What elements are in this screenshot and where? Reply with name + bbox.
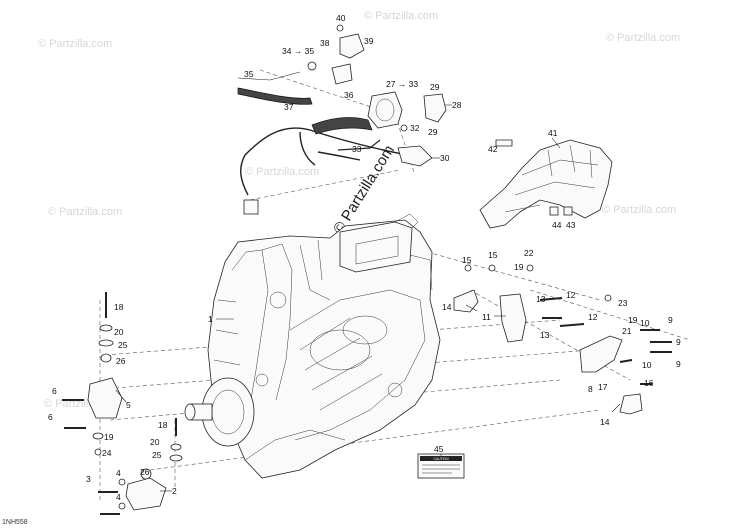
- callout-label: 24: [102, 448, 112, 458]
- left-mount-hardware-icon: [62, 292, 183, 515]
- callout-label: 18: [114, 302, 124, 312]
- callout-label: 4: [116, 468, 121, 478]
- callout-label: 6: [48, 412, 53, 422]
- callout-label: 20: [114, 327, 124, 337]
- watermark: © Partzilla.com: [602, 204, 677, 216]
- callout-label: 9: [676, 359, 681, 369]
- callout-label: 9: [676, 337, 681, 347]
- callout-label: 36: [344, 90, 354, 100]
- throttle-body-icon: [367, 91, 403, 129]
- callout-label: 17: [598, 382, 608, 392]
- callout-label: 30: [440, 153, 450, 163]
- bolt-icon: [539, 297, 672, 385]
- clutch-housing-icon: [184, 377, 255, 447]
- callout-label: 10: [640, 318, 650, 328]
- callout-label: 6: [52, 386, 57, 396]
- callout-label: 13: [540, 330, 550, 340]
- callout-label: 45: [434, 444, 444, 454]
- callout-labels: 1 2 3 4 4 5 6 6 8 9 9 9 10 10 11 12 12 1…: [48, 13, 681, 502]
- callout-label: 41: [548, 128, 558, 138]
- callout-label: 25: [152, 450, 162, 460]
- callout-label: 32: [410, 123, 420, 133]
- callout-label: 12: [566, 290, 576, 300]
- callout-label: 21: [622, 326, 632, 336]
- callout-label: 12: [588, 312, 598, 322]
- callout-label: 29: [430, 82, 440, 92]
- callout-label: 18: [158, 420, 168, 430]
- callout-label: 40: [336, 13, 346, 23]
- watermark: © Partzilla.com: [48, 206, 123, 218]
- callout-label: 13: [536, 294, 546, 304]
- callout-label: 14: [600, 417, 610, 427]
- callout-label: 27 → 33: [386, 79, 418, 89]
- callout-label: 26: [140, 467, 150, 477]
- callout-label: 29: [428, 127, 438, 137]
- callout-label: 26: [116, 356, 126, 366]
- callout-label: 19: [104, 432, 114, 442]
- callout-label: 11: [482, 312, 491, 322]
- callout-label: 23: [618, 298, 628, 308]
- fuel-hose-icon: [237, 71, 313, 105]
- watermark: © Partzilla.com: [606, 32, 681, 44]
- wiring-harness-icon: [240, 117, 409, 215]
- callout-label: 15: [488, 250, 498, 260]
- watermark: © Partzilla.com: [245, 166, 320, 178]
- engine-support-bracket-icon: [479, 139, 613, 229]
- callout-label: 22: [524, 248, 534, 258]
- callout-label: 3: [86, 474, 91, 484]
- callout-label: 43: [566, 220, 576, 230]
- watermark: © Partzilla.com: [38, 38, 113, 50]
- callout-label: 5: [126, 400, 131, 410]
- sensor-icon: [307, 24, 365, 85]
- callout-label: 33: [352, 144, 362, 154]
- callout-label: 16: [644, 378, 654, 388]
- callout-label: 14: [442, 302, 452, 312]
- bracket-icon: [397, 93, 447, 167]
- callout-label: 39: [364, 36, 374, 46]
- engine-mount-right-icon: [453, 264, 643, 415]
- callout-label: 35: [244, 69, 254, 79]
- callout-label: 44: [552, 220, 562, 230]
- callout-label: 19: [628, 315, 638, 325]
- callout-label: 2: [172, 486, 177, 496]
- callout-label: 19: [514, 262, 524, 272]
- callout-label: 25: [118, 340, 128, 350]
- callout-label: 38: [320, 38, 330, 48]
- callout-label: 8: [588, 384, 593, 394]
- callout-label: 1: [208, 314, 213, 324]
- callout-label: 28: [452, 100, 462, 110]
- callout-label: 20: [150, 437, 160, 447]
- watermark: © Partzilla.com: [364, 10, 439, 22]
- callout-label: 9: [668, 315, 673, 325]
- callout-label: 4: [116, 492, 121, 502]
- callout-label: 42: [488, 144, 498, 154]
- drawing-code: 1NH558: [2, 519, 28, 526]
- leader-lines: [115, 104, 621, 492]
- caution-label-title: CAUTION: [433, 457, 449, 461]
- callout-label: 34 → 35: [282, 46, 314, 56]
- ecm-module-icon: [339, 213, 419, 273]
- callout-label: 37: [284, 102, 294, 112]
- callout-label: 15: [462, 255, 472, 265]
- callout-label: 10: [642, 360, 652, 370]
